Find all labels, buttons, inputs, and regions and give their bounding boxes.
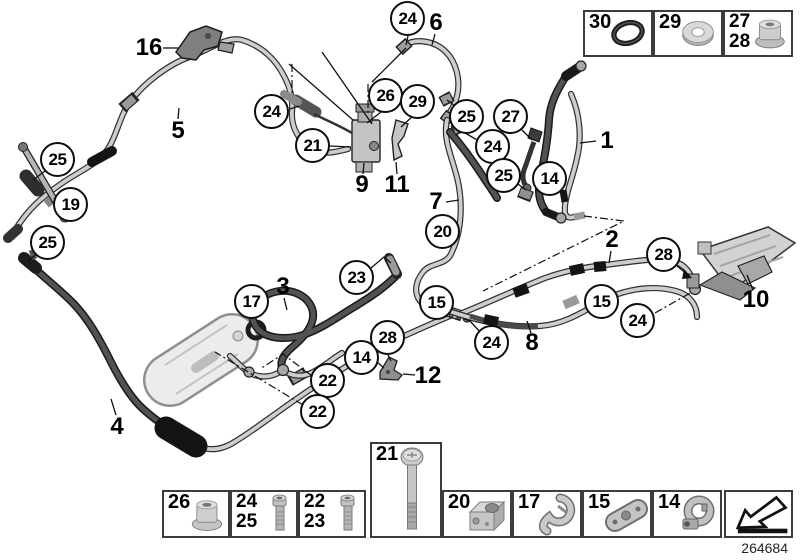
legend-label: 24	[236, 491, 258, 512]
legend-box-30[interactable]: 30	[583, 10, 653, 57]
callout-circle[interactable]: 25	[449, 99, 484, 134]
legend-box-27-28[interactable]: 27 28	[723, 10, 793, 57]
legend-box-20[interactable]: 20	[442, 490, 512, 538]
o-ring-icon	[611, 19, 645, 47]
clamp-block-icon	[468, 500, 506, 532]
part-label[interactable]: 7	[429, 188, 443, 215]
legend-box-15[interactable]: 15	[582, 490, 652, 538]
callout-circle[interactable]: 27	[493, 99, 528, 134]
washer-icon	[682, 21, 714, 46]
callout-circle[interactable]: 17	[234, 284, 269, 319]
legend-box-14[interactable]: 14	[652, 490, 722, 538]
legend-label: 23	[304, 510, 326, 532]
callout-circle[interactable]: 24	[620, 303, 655, 338]
flange-nut-icon	[755, 19, 785, 49]
part-label[interactable]: 4	[110, 413, 124, 440]
legend-label: 22	[304, 491, 326, 512]
legend-box-29[interactable]: 29	[653, 10, 723, 57]
legend-box-24-25[interactable]: 24 25	[230, 490, 298, 538]
callout-circle[interactable]: 15	[419, 285, 454, 320]
callout-circle[interactable]: 14	[532, 161, 567, 196]
part-label[interactable]: 1	[600, 127, 614, 154]
legend-label: 21	[376, 443, 399, 465]
part-label[interactable]: 6	[429, 9, 443, 36]
callout-circle[interactable]: 14	[344, 340, 379, 375]
callout-circle[interactable]: 19	[53, 187, 88, 222]
figure-number: 264684	[741, 540, 788, 556]
legend-label: 14	[658, 491, 681, 513]
part-label[interactable]: 2	[605, 226, 619, 253]
part-label[interactable]: 12	[414, 362, 442, 389]
socket-bolt-icon	[272, 494, 287, 531]
bracket-16	[175, 25, 235, 61]
legend-label: 28	[729, 30, 751, 52]
hose-1	[517, 60, 587, 224]
legend-label: 27	[729, 11, 751, 32]
mounting-plate-10	[686, 226, 797, 301]
part-label[interactable]: 5	[171, 117, 185, 144]
callout-circle[interactable]: 24	[254, 94, 289, 129]
direction-arrow-icon	[735, 495, 788, 534]
callout-circle[interactable]: 22	[310, 363, 345, 398]
part-label[interactable]: 11	[384, 171, 410, 198]
callout-circle[interactable]: 25	[40, 142, 75, 177]
line-clamp-icon	[605, 499, 648, 532]
part-label[interactable]: 8	[525, 329, 539, 356]
legend-label: 26	[168, 491, 191, 513]
callout-circle[interactable]: 23	[339, 260, 374, 295]
part-label[interactable]: 3	[276, 273, 290, 300]
callout-circle[interactable]: 25	[30, 225, 65, 260]
long-bolt-icon	[400, 447, 424, 530]
legend-box-17[interactable]: 17	[512, 490, 582, 538]
ring-clamp-icon	[682, 495, 715, 530]
part-label[interactable]: 10	[742, 286, 770, 313]
legend-box-direction[interactable]	[724, 490, 793, 538]
callout-circle[interactable]: 25	[486, 158, 521, 193]
bracket-11	[391, 119, 409, 162]
callout-circle[interactable]: 24	[390, 1, 425, 36]
socket-bolt-icon	[340, 494, 355, 531]
hose-3	[230, 253, 402, 377]
callout-circle[interactable]: 22	[300, 394, 335, 429]
callout-circle[interactable]: 15	[584, 284, 619, 319]
part-label[interactable]: 16	[135, 34, 163, 61]
bracket-12	[379, 356, 403, 381]
legend-box-21[interactable]: 21	[370, 442, 442, 538]
receiver-dryer	[143, 313, 267, 407]
legend-label: 30	[589, 11, 612, 33]
muffler	[154, 416, 208, 458]
hose-clip-icon	[538, 493, 576, 536]
callout-circle[interactable]: 24	[474, 325, 509, 360]
hose-8	[452, 288, 697, 326]
callout-circle[interactable]: 28	[370, 320, 405, 355]
legend-label: 29	[659, 11, 682, 33]
callout-circle[interactable]: 20	[425, 214, 460, 249]
legend-label: 17	[518, 491, 541, 513]
legend-label: 25	[236, 510, 258, 532]
callout-circle[interactable]: 28	[646, 237, 681, 272]
legend-box-22-23[interactable]: 22 23	[298, 490, 366, 538]
flange-nut-icon	[191, 500, 223, 531]
part-label[interactable]: 9	[355, 171, 369, 198]
leader-lines	[27, 33, 754, 416]
callout-circle[interactable]: 29	[400, 84, 435, 119]
legend-label: 15	[588, 491, 611, 513]
callout-circle[interactable]: 21	[295, 128, 330, 163]
legend-label: 20	[448, 491, 471, 513]
callout-circle[interactable]: 26	[368, 78, 403, 113]
legend-box-26[interactable]: 26	[162, 490, 230, 538]
